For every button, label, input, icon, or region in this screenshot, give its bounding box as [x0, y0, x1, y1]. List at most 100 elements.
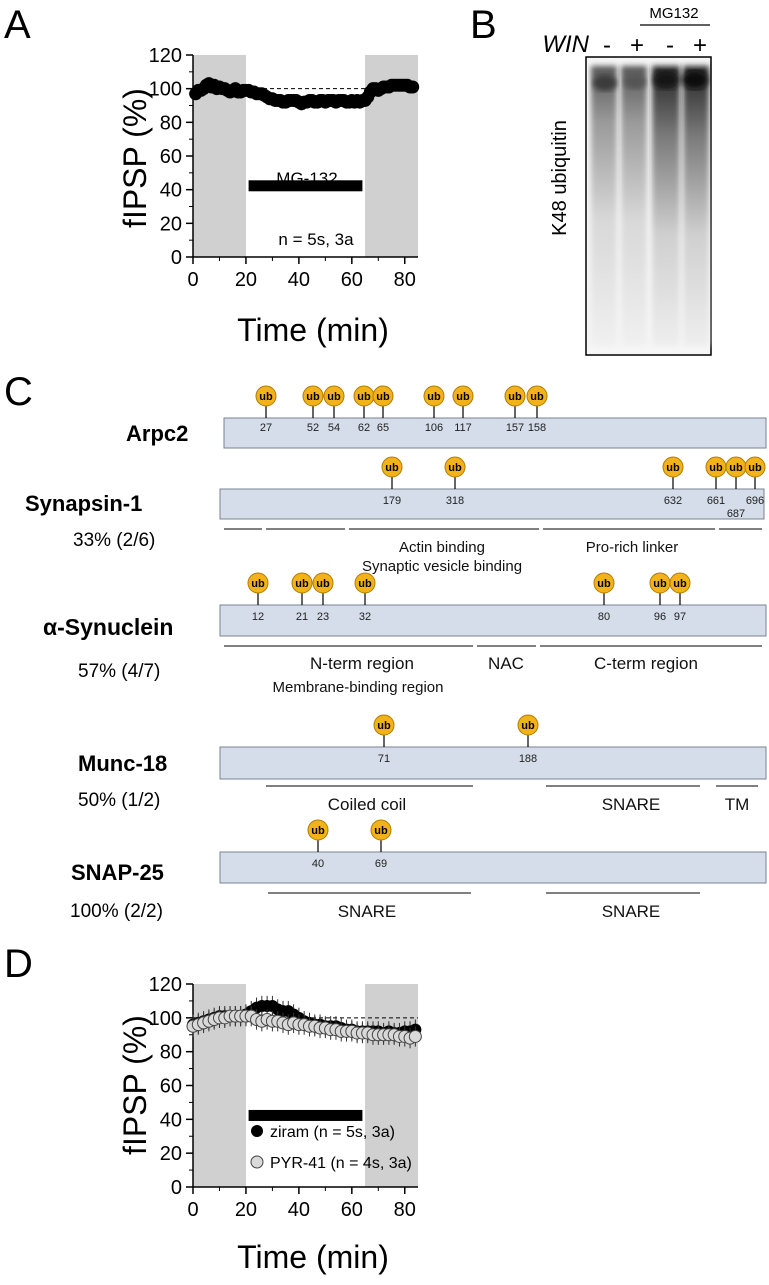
- panel-c-letter: C: [4, 370, 33, 414]
- ub-icon-label: ub: [357, 391, 371, 403]
- blot-lane-2: [621, 66, 647, 346]
- x-tick-label: 80: [394, 269, 416, 291]
- lane-3-label: -: [666, 32, 674, 59]
- ub-icon-label: ub: [709, 462, 723, 474]
- panel-d-xlabel: Time (min): [237, 1239, 389, 1275]
- domain-label: Pro-rich linker: [586, 539, 679, 556]
- ub-icon-label: ub: [327, 391, 341, 403]
- site-number: 632: [664, 495, 682, 507]
- ub-icon: [255, 385, 277, 407]
- domain-label: SNARE: [338, 902, 397, 921]
- lane-2-label: +: [630, 32, 644, 59]
- x-tick-label: 60: [341, 1199, 363, 1221]
- site-number: 687: [727, 508, 745, 520]
- protein-bar: [219, 746, 767, 780]
- ub-site: ub 696: [744, 456, 766, 507]
- legend-marker-ziram: [251, 1125, 263, 1137]
- ub-icon: [372, 385, 394, 407]
- site-number: 696: [746, 495, 764, 507]
- domain-label: Actin binding: [399, 539, 485, 556]
- site-number: 12: [252, 611, 264, 623]
- y-tick-label: 100: [149, 79, 182, 101]
- ub-icon-label: ub: [427, 391, 441, 403]
- domain-label: Membrane-binding region: [273, 679, 444, 696]
- x-tick-label: 80: [394, 1199, 416, 1221]
- ub-icon-label: ub: [377, 720, 391, 732]
- blot-lane-1: [591, 66, 617, 346]
- site-number: 69: [375, 858, 387, 870]
- ub-icon-label: ub: [374, 825, 388, 837]
- site-number: 661: [707, 495, 725, 507]
- site-number: 54: [328, 422, 340, 434]
- legend-entry: ziram (n = 5s, 3a): [270, 1124, 395, 1141]
- ub-icon: [662, 456, 684, 478]
- domain-label: NAC: [488, 654, 524, 673]
- protein-alpha-synuclein: α-Synuclein 57% (4/7) ub12ub21ub23ub32ub…: [43, 572, 767, 696]
- ub-icon-label: ub: [748, 462, 762, 474]
- ub-icon-label: ub: [311, 825, 325, 837]
- site-number: 318: [446, 495, 464, 507]
- y-tick-label: 40: [160, 180, 182, 202]
- western-blot: [585, 56, 712, 356]
- panel-b-letter: B: [470, 3, 497, 47]
- data-point-pyr41: [408, 1029, 422, 1043]
- ub-site: ub 62: [353, 385, 375, 434]
- site-number: 97: [674, 611, 686, 623]
- ub-icon-label: ub: [530, 391, 544, 403]
- ub-icon: [744, 456, 766, 478]
- site-number: 117: [454, 422, 472, 434]
- k48-label: K48 ubiquitin: [549, 120, 571, 236]
- y-tick-label: 0: [171, 1177, 182, 1199]
- ub-icon-label: ub: [376, 391, 390, 403]
- lane-4-label: +: [693, 32, 707, 59]
- protein-name: SNAP-25: [71, 860, 164, 885]
- panel-b: B WIN MG132 - + - + K48 ubiquitin: [470, 3, 712, 356]
- ub-icon: [381, 456, 403, 478]
- panel-a-xlabel: Time (min): [237, 312, 389, 348]
- ub-icon-label: ub: [251, 578, 265, 590]
- ub-icon: [323, 385, 345, 407]
- ub-icon-label: ub: [316, 578, 330, 590]
- ub-icon-label: ub: [306, 391, 320, 403]
- ub-icon: [452, 385, 474, 407]
- data-point: [406, 80, 420, 94]
- protein-name: Synapsin-1: [25, 491, 142, 516]
- blot-lane-4: [683, 66, 709, 346]
- ub-icon-label: ub: [653, 578, 667, 590]
- site-number: 62: [358, 422, 370, 434]
- ub-icon-label: ub: [448, 462, 462, 474]
- x-tick-label: 20: [235, 269, 257, 291]
- domain-label: N-term region: [310, 654, 414, 673]
- protein-bar: [219, 604, 767, 637]
- protein-arpc2: Arpc2 ub27ub52ub54ub62ub65ub106ub117ub15…: [126, 385, 767, 449]
- treatment-bar: [248, 180, 363, 192]
- ub-icon: [373, 714, 395, 736]
- ub-icon: [444, 456, 466, 478]
- ub-icon-label: ub: [259, 391, 273, 403]
- ub-site: ub 661: [705, 456, 727, 507]
- y-tick-label: 120: [149, 45, 182, 67]
- site-number: 179: [383, 495, 401, 507]
- protein-bar: [219, 488, 765, 520]
- legend-marker-pyr41: [250, 1155, 264, 1169]
- x-tick-label: 40: [288, 1199, 310, 1221]
- y-tick-label: 60: [160, 146, 182, 168]
